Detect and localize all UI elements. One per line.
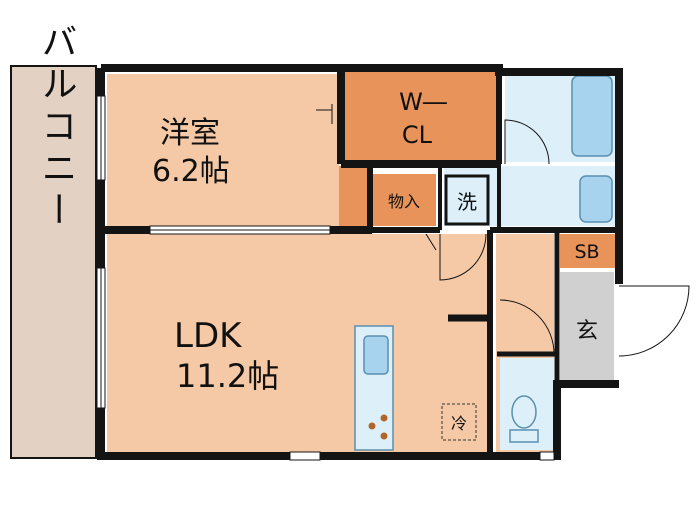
bathtub bbox=[571, 75, 613, 157]
shoebox-label: SB bbox=[574, 241, 599, 263]
balcony-label: バルコニー bbox=[36, 23, 77, 233]
balcony-area bbox=[10, 65, 97, 459]
wash-basin bbox=[579, 175, 613, 223]
stove-burner bbox=[380, 414, 388, 422]
toilet-icon bbox=[511, 395, 537, 429]
stove-burner bbox=[380, 432, 388, 440]
ldk-room-size: 11.2帖 bbox=[176, 357, 279, 395]
washing-machine-space bbox=[444, 174, 490, 226]
storage-label: 物入 bbox=[388, 192, 420, 211]
fridge-label: 冷 bbox=[451, 414, 467, 433]
western-room-notch bbox=[339, 166, 369, 226]
walk-in-closet bbox=[345, 72, 497, 160]
wcl-label-bottom: CL bbox=[402, 121, 433, 149]
fridge-space bbox=[441, 403, 477, 441]
western-room bbox=[107, 74, 339, 226]
entrance-area bbox=[560, 272, 614, 384]
shoe-box bbox=[560, 234, 616, 268]
wcl-label-top: W― bbox=[399, 88, 447, 116]
toilet-tank bbox=[509, 429, 539, 443]
washer-label: 洗 bbox=[457, 190, 477, 214]
ldk-room-name: LDK bbox=[174, 316, 243, 356]
stove-burner bbox=[368, 422, 376, 430]
kitchen-sink-icon bbox=[363, 335, 389, 375]
western-room-name: 洋室 bbox=[160, 116, 220, 151]
window-frames bbox=[100, 96, 330, 408]
western-room-size: 6.2帖 bbox=[152, 154, 230, 189]
ldk-room bbox=[107, 234, 487, 452]
entrance-label: 玄 bbox=[576, 319, 598, 344]
door-swings bbox=[316, 104, 690, 357]
storage-closet bbox=[372, 174, 436, 226]
